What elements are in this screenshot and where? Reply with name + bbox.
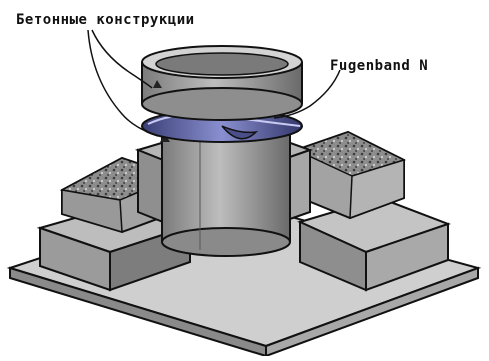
lower-column — [160, 134, 290, 256]
label-concrete-structures: Бетонные конструкции — [16, 12, 195, 28]
label-waterstop: Fugenband N — [330, 58, 428, 74]
upper-ring — [142, 46, 302, 120]
